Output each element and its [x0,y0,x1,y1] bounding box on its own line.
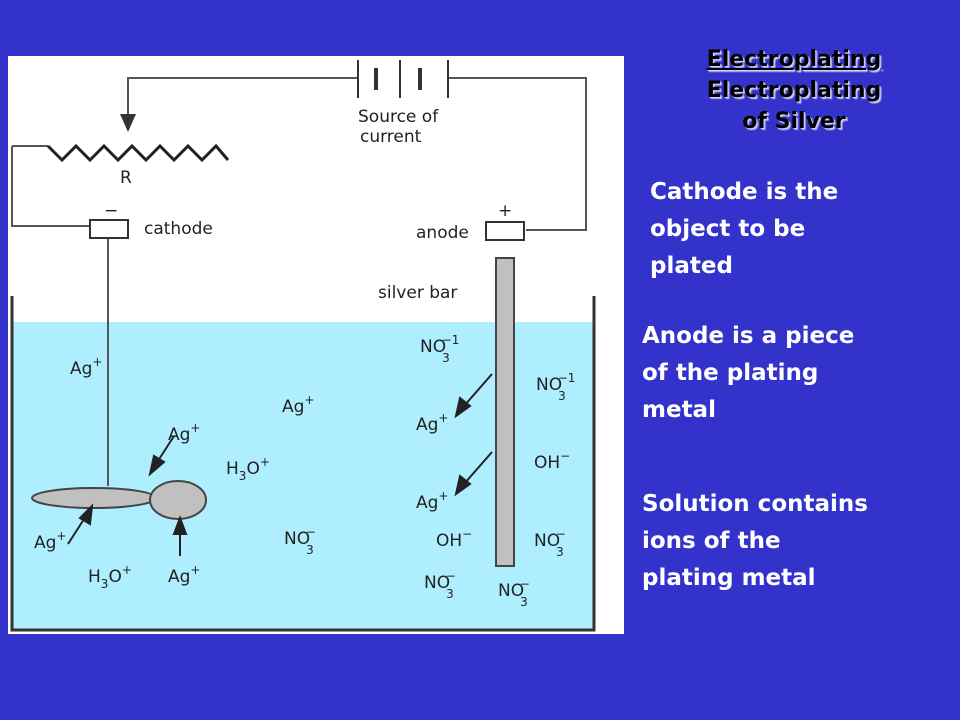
slide-title: Electroplating [706,47,882,72]
diagram-canvas: Source of current R − cathode + anode si… [10,60,596,632]
source-label-line2: current [360,127,422,147]
ion-ag: Ag+ [282,393,314,417]
ion-ag: Ag+ [416,411,448,435]
cathode-label: cathode [144,219,213,239]
cathode-sign: − [104,201,118,221]
battery-icon [357,60,449,98]
beaker [10,296,596,632]
resistor-icon [46,143,230,163]
cathode-object-handle [31,487,157,509]
ion-hydroxide: OH− [436,527,472,551]
anode-label: anode [416,223,469,243]
ion-ag: Ag+ [70,355,102,379]
silver-bar-label: silver bar [378,283,457,303]
ion-hydronium: H3O+ [88,563,132,591]
slide-title-block: Electroplating Electroplating of Silver [668,44,920,137]
ion-hydroxide: OH− [534,449,570,473]
ion-ag: Ag+ [168,421,200,445]
ion-ag: Ag+ [34,529,66,553]
note-anode: Anode is a piece of the plating metal [642,323,855,423]
ion-ag: Ag+ [168,563,200,587]
electroplating-diagram: Source of current R − cathode + anode si… [8,56,624,634]
ion-hydronium: H3O+ [226,455,270,483]
variable-arrow-icon [120,114,136,132]
slide-subtitle-line2: of Silver [742,109,846,134]
circuit-wires [11,77,587,486]
resistor-label: R [120,168,132,188]
note-solution: Solution contains ions of the plating me… [642,491,868,591]
ion-arrows [67,373,493,556]
silver-bar-anode [495,257,515,567]
cathode-object-bowl [149,480,207,520]
note-cathode: Cathode is the object to be plated [650,179,839,279]
anode-sign: + [498,201,512,221]
ion-labels: Ag+ Ag+ Ag+ Ag+ Ag+ Ag+ Ag+ H3O+ H3O+ NO… [34,333,575,609]
slide-subtitle-line1: Electroplating [706,78,882,103]
ion-ag: Ag+ [416,489,448,513]
anode-terminal [485,221,525,241]
cathode-terminal [89,219,129,239]
source-label-line1: Source of [358,107,439,127]
